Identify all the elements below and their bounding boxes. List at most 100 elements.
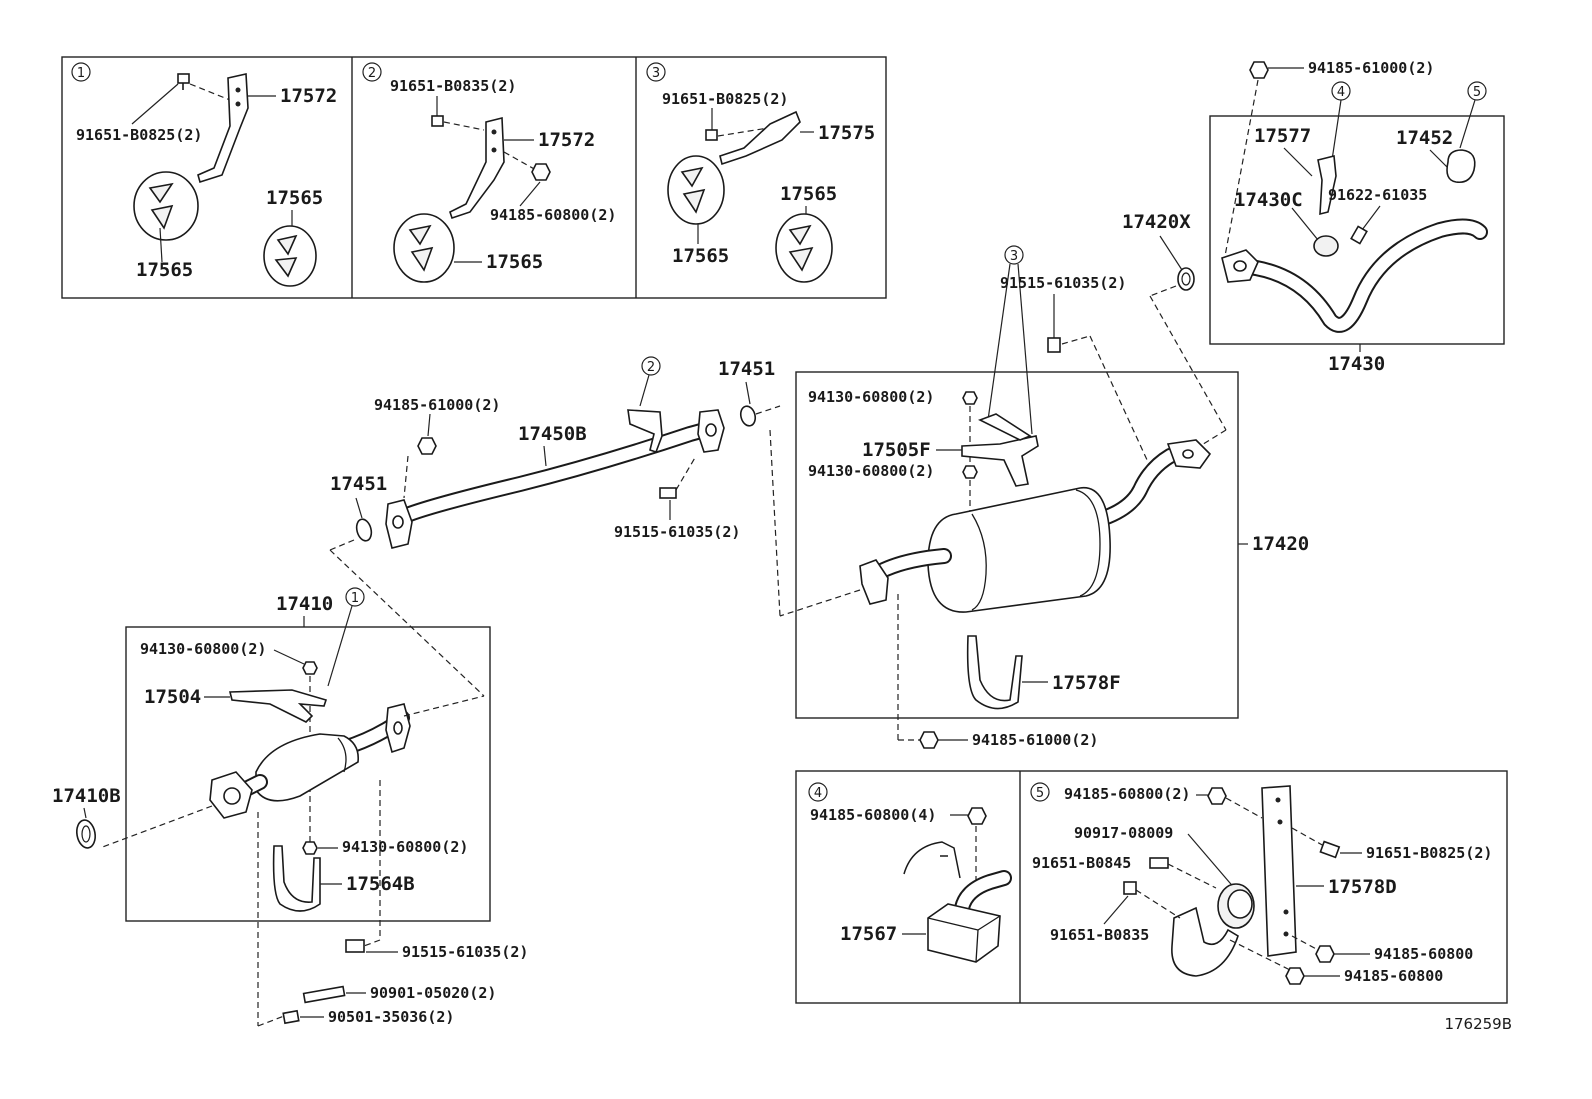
part-label: 17452	[1396, 127, 1453, 149]
callout-number: 2	[368, 66, 376, 81]
leader-line	[1331, 99, 1342, 161]
gasket-ring-shape	[739, 405, 757, 427]
leader-line	[639, 374, 650, 407]
nut-shape	[962, 391, 978, 405]
part-label: 94130-60800(2)	[808, 462, 934, 480]
callout-circle	[362, 62, 382, 82]
part-label: 94185-60800(4)	[810, 806, 936, 824]
dashed-leader	[189, 83, 231, 101]
rubber-hanger-shape	[667, 155, 725, 225]
dashed-leader	[1149, 285, 1177, 297]
converter-body-shape	[255, 733, 360, 802]
part-label: 17578D	[1328, 876, 1397, 898]
bolt-shape	[1047, 337, 1061, 353]
nut-shape	[302, 841, 318, 855]
part-label: 94130-60800(2)	[342, 838, 468, 856]
front-pipe-converter-assembly: 17410 1 94130-60800(2) 17504 17410B	[52, 587, 528, 1027]
dashed-leader	[1291, 827, 1325, 847]
leader-line	[1159, 235, 1183, 271]
callout-number: 4	[1337, 85, 1345, 100]
assembly-frame	[795, 371, 1239, 719]
leader-line	[1459, 99, 1476, 149]
leader-line	[1187, 833, 1237, 891]
bolt-shape	[705, 129, 718, 141]
dashed-leader	[257, 1015, 285, 1027]
nut-shape	[1207, 787, 1227, 805]
part-label: 17565	[672, 245, 729, 267]
dashed-leader	[1061, 335, 1091, 345]
part-label: 17577	[1254, 125, 1311, 147]
part-label: 94185-60800	[1374, 945, 1473, 963]
part-label: 91651-B0845	[1032, 854, 1131, 872]
rubber-hanger-shape	[775, 213, 833, 283]
part-label: 17567	[840, 923, 897, 945]
dashed-leader	[779, 589, 861, 617]
detail-box-5: 5 94185-60800(2) 17578D 91651-B0825(2) 9…	[1030, 782, 1492, 985]
part-label: 17572	[538, 129, 595, 151]
callout-circle	[1030, 782, 1050, 802]
leader-line	[519, 181, 541, 207]
nut-shape	[417, 437, 437, 455]
nut-shape	[1285, 967, 1305, 985]
callout-number: 3	[1010, 249, 1018, 264]
part-label: 91651-B0825(2)	[1366, 844, 1492, 862]
dashed-leader	[717, 127, 769, 137]
part-label: 91515-61035(2)	[614, 523, 740, 541]
leader-line	[1429, 149, 1449, 169]
dashed-leader	[1224, 79, 1259, 257]
detail-panel-hangers	[61, 56, 887, 299]
part-label: 94185-61000(2)	[1308, 59, 1434, 77]
callout-number: 4	[814, 786, 822, 801]
clamp-shape	[1446, 149, 1476, 184]
part-label: 94185-61000(2)	[374, 396, 500, 414]
part-label: 17565	[136, 259, 193, 281]
part-label: 91651-B0825(2)	[76, 126, 202, 144]
bolt-shape	[1319, 840, 1341, 859]
assembly-frame	[125, 626, 491, 922]
part-label: 94185-60800	[1344, 967, 1443, 985]
callout-circle	[1004, 245, 1024, 265]
detail-box-2: 2 91651-B0835(2) 17572 94185-60800(2) 17…	[362, 62, 616, 283]
part-label: 17430C	[1234, 189, 1303, 211]
leader-line	[427, 413, 431, 437]
leader-line	[987, 263, 1011, 421]
part-label: 91622-61035	[1328, 186, 1427, 204]
part-label: 94185-61000(2)	[972, 731, 1098, 749]
detail-panel-frame	[795, 770, 1508, 1004]
strap-clamp-shape	[1171, 906, 1239, 977]
part-label: 17565	[486, 251, 543, 273]
callout-number: 3	[652, 66, 660, 81]
dashed-leader	[443, 121, 485, 131]
callout-circle	[345, 587, 365, 607]
hanger-holes	[148, 182, 174, 230]
part-label: 94185-60800(2)	[490, 206, 616, 224]
hanger-holes	[274, 234, 298, 278]
part-label: 17450B	[518, 423, 587, 445]
nut-shape	[1249, 61, 1269, 79]
stud-shape	[302, 985, 346, 1004]
callout-circle	[641, 356, 661, 376]
part-label: 91515-61035(2)	[402, 943, 528, 961]
bolt-shape	[177, 73, 190, 84]
rubber-hanger-shape	[133, 171, 199, 241]
nut-shape	[919, 731, 939, 749]
tail-pipe-assembly: 94185-61000(2) 4 5 17577 17452 17430C 91…	[1209, 59, 1505, 375]
detail-box-1: 1 17572 91651-B0825(2) 17565 17565	[71, 62, 337, 287]
assembly-frame	[1209, 115, 1505, 345]
callout-number: 5	[1036, 786, 1044, 801]
bolt-shape	[659, 487, 677, 499]
part-label: 17420	[1252, 533, 1309, 555]
nut-shape	[967, 807, 987, 825]
dashed-leader	[403, 695, 485, 717]
callout-number: 1	[77, 66, 85, 81]
leader-line	[131, 83, 179, 125]
leader-line	[327, 605, 353, 687]
part-label: 90901-05020(2)	[370, 984, 496, 1002]
part-label: 17504	[144, 686, 201, 708]
u-bolt-shape	[272, 845, 321, 912]
leader-line	[1017, 263, 1033, 435]
gasket-17420x: 17420X	[1122, 211, 1227, 447]
part-label: 91651-B0835	[1050, 926, 1149, 944]
detail-box-3: 3 91651-B0825(2) 17575 17565 17565	[646, 62, 875, 283]
hanger-bracket-shape	[1317, 154, 1337, 216]
